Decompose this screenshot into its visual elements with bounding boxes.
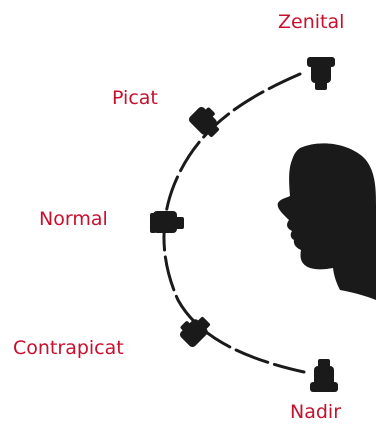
angle-arc	[162, 72, 306, 374]
label-contrapicat: Contrapicat	[13, 337, 124, 359]
camera-icon-contrapicat	[175, 310, 214, 349]
camera-icon-nadir	[310, 359, 338, 392]
label-normal: Normal	[39, 208, 108, 230]
label-picat: Picat	[112, 87, 158, 109]
label-zenital: Zenital	[278, 11, 345, 33]
label-nadir: Nadir	[290, 401, 342, 423]
head-silhouette	[277, 143, 376, 300]
camera-icon-normal	[150, 211, 184, 233]
camera-icon-zenital	[307, 57, 335, 90]
